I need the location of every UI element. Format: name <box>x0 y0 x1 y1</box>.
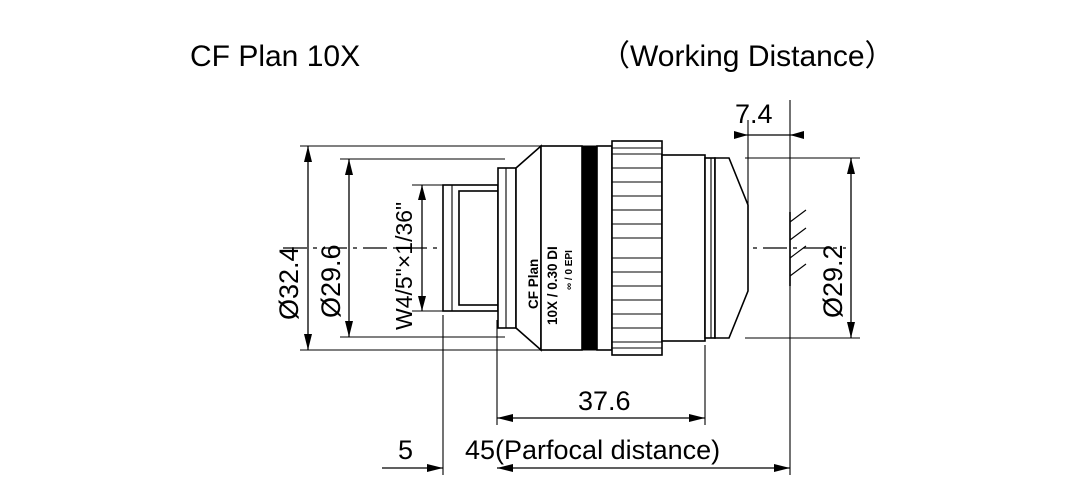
thread-length-label: 5 <box>398 435 413 465</box>
working-distance-label: 7.4 <box>735 99 773 129</box>
outer-diameter-label: Ø32.4 <box>274 246 304 320</box>
taper-transition <box>515 144 542 352</box>
parfocal-distance-dimension: 45(Parfocal distance) <box>465 215 791 475</box>
barrel-end-segment <box>596 145 613 351</box>
outer-diameter-dimension: Ø32.4 <box>274 145 545 351</box>
thread-section <box>442 184 499 312</box>
working-distance-dimension: 7.4 <box>734 99 804 215</box>
working-distance-title: （Working Distance） <box>600 40 895 73</box>
barrel-engraving-text: CF Plan 10X / 0.30 DI ∞ / 0 EPI <box>526 246 575 325</box>
flange-diameter-label: Ø29.6 <box>316 244 346 318</box>
front-retaining-ring <box>704 157 716 339</box>
front-housing <box>661 154 706 342</box>
engrave-line-1: CF Plan <box>526 259 541 309</box>
knurled-ring <box>611 140 663 356</box>
shoulder-collar <box>497 167 517 329</box>
nose-diameter-dimension: Ø29.2 <box>745 157 860 339</box>
lens-body-geometry <box>442 140 749 356</box>
engrave-line-2: 10X / 0.30 DI <box>545 246 560 325</box>
body-length-label: 37.6 <box>578 386 631 416</box>
flange-diameter-dimension: Ø29.6 <box>316 158 505 338</box>
parfocal-distance-label: 45(Parfocal distance) <box>465 435 720 465</box>
thread-spec-label: W4/5"×1/36" <box>391 202 417 330</box>
specimen-surface-symbol <box>789 209 807 286</box>
thread-length-dimension: 5 <box>382 315 444 475</box>
page-title: CF Plan 10X <box>190 40 360 73</box>
engrave-line-3: ∞ / 0 EPI <box>564 250 575 290</box>
nose-diameter-label: Ø29.2 <box>818 244 848 318</box>
engraving-band <box>581 145 598 351</box>
nose-cone <box>714 157 749 339</box>
main-barrel <box>540 145 583 351</box>
body-length-dimension: 37.6 <box>496 320 706 425</box>
thread-spec-dimension: W4/5"×1/36" <box>391 184 450 330</box>
